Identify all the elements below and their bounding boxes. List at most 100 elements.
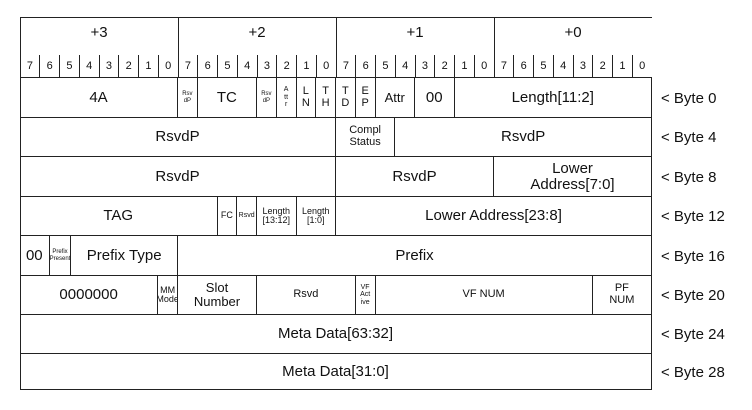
bit-number: 1 (145, 60, 152, 72)
bit-number: 6 (46, 60, 53, 72)
field-ep: E P (355, 78, 376, 118)
byte-offset-header: +1 (406, 23, 424, 41)
field-rsvd-p: Rsv dP (178, 78, 198, 118)
field-th: T H (316, 78, 336, 118)
bit-number: 2 (125, 60, 132, 72)
bit-number: 3 (105, 60, 112, 72)
bit-number: 3 (421, 60, 428, 72)
field-vf-num: VF NUM (375, 276, 593, 315)
field-slot-number: Slot Number (178, 276, 257, 315)
field-lower-address-23-8: Lower Address[23:8] (336, 197, 652, 236)
bit-tick (572, 55, 574, 78)
byte-divider (177, 17, 179, 78)
bit-tick (355, 55, 357, 78)
field-fc: FC (217, 197, 238, 236)
bit-number: 4 (402, 60, 409, 72)
field-zeros: 0000000 (20, 276, 159, 315)
bit-tick (59, 55, 60, 78)
bit-number: 0 (165, 60, 172, 72)
field-length-13-12: Length [13:12] (257, 197, 297, 236)
bit-number: 1 (461, 60, 468, 72)
bit-number: 2 (283, 60, 290, 72)
bit-tick (631, 55, 633, 78)
bit-tick (197, 55, 199, 78)
byte-divider (335, 17, 337, 78)
bit-tick (315, 55, 317, 78)
field-length-1-0: Length [1:0] (296, 197, 336, 236)
bit-number: 3 (263, 60, 270, 72)
field-rsvd-p: RsvdP (20, 157, 336, 197)
byte-offset-header: +0 (564, 23, 582, 41)
bit-number: 5 (66, 60, 73, 72)
field-meta-data-63-32: Meta Data[63:32] (20, 315, 652, 354)
field-meta-data-31-0: Meta Data[31:0] (20, 354, 652, 390)
field-compl-status: Compl Status (336, 118, 396, 157)
bit-tick (592, 55, 594, 78)
bit-number: 2 (599, 60, 606, 72)
field-rsvd: Rsvd (257, 276, 356, 315)
field-prefix-present: Prefix Present (49, 236, 72, 276)
bit-tick (157, 55, 159, 78)
bit-tick (217, 55, 218, 78)
bit-tick (612, 55, 613, 78)
bit-number: 6 (520, 60, 527, 72)
bit-tick (118, 55, 120, 78)
bit-tick (394, 55, 396, 78)
field-tc: TC (197, 78, 257, 118)
row-divider (20, 314, 652, 315)
field-lower-address: Lower Address[7:0] (494, 157, 652, 197)
field-rsvd-p: RsvdP (20, 118, 336, 157)
row-divider (20, 235, 652, 236)
row-byte-label: < Byte 12 (661, 208, 725, 225)
row-byte-label: < Byte 24 (661, 326, 725, 343)
bit-number: 5 (540, 60, 547, 72)
row-divider (20, 353, 652, 354)
bit-number: 7 (184, 60, 191, 72)
bit-number: 5 (382, 60, 389, 72)
bit-number: 7 (26, 60, 33, 72)
field-ln: L N (296, 78, 317, 118)
row-byte-label: < Byte 0 (661, 89, 717, 107)
field-rsvd-p-2: RsvdP (336, 157, 494, 197)
bit-tick (138, 55, 139, 78)
field-td: T D (336, 78, 356, 118)
bit-number: 2 (441, 60, 448, 72)
bit-number: 7 (342, 60, 349, 72)
bit-tick (513, 55, 515, 78)
byte-offset-header: +2 (248, 23, 266, 41)
bit-number: 4 (244, 60, 251, 72)
field-vf-active: VF Act ive (355, 276, 376, 315)
field-prefix-fmt: 00 (20, 236, 50, 276)
bit-tick (454, 55, 455, 78)
field-attr: Attr (375, 78, 415, 118)
bit-number: 6 (204, 60, 211, 72)
bit-tick (414, 55, 416, 78)
field-at: 00 (415, 78, 455, 118)
bit-number: 0 (481, 60, 488, 72)
bit-tick (39, 55, 41, 78)
bit-tick (473, 55, 475, 78)
field-rsvd-p-2: Rsv dP (257, 78, 277, 118)
row-divider (20, 196, 652, 197)
byte-divider (493, 17, 495, 78)
field-prefix-type: Prefix Type (71, 236, 178, 276)
bit-number: 5 (224, 60, 231, 72)
bit-tick (296, 55, 297, 78)
bit-number: 1 (619, 60, 626, 72)
bit-tick (78, 55, 80, 78)
bit-tick (375, 55, 376, 78)
bit-number: 6 (362, 60, 369, 72)
field-pf-num: PF NUM (592, 276, 652, 315)
row-byte-label: < Byte 28 (661, 363, 725, 381)
bit-number: 4 (560, 60, 567, 72)
field-rsvd: Rsvd (237, 197, 257, 236)
bit-tick (98, 55, 100, 78)
bit-tick (276, 55, 278, 78)
field-length: Length[11:2] (454, 78, 652, 118)
row-divider (20, 156, 652, 157)
bit-tick (552, 55, 554, 78)
field-attr-bit: A tt r (276, 78, 297, 118)
byte-offset-header: +3 (90, 23, 108, 41)
bit-tick (256, 55, 258, 78)
